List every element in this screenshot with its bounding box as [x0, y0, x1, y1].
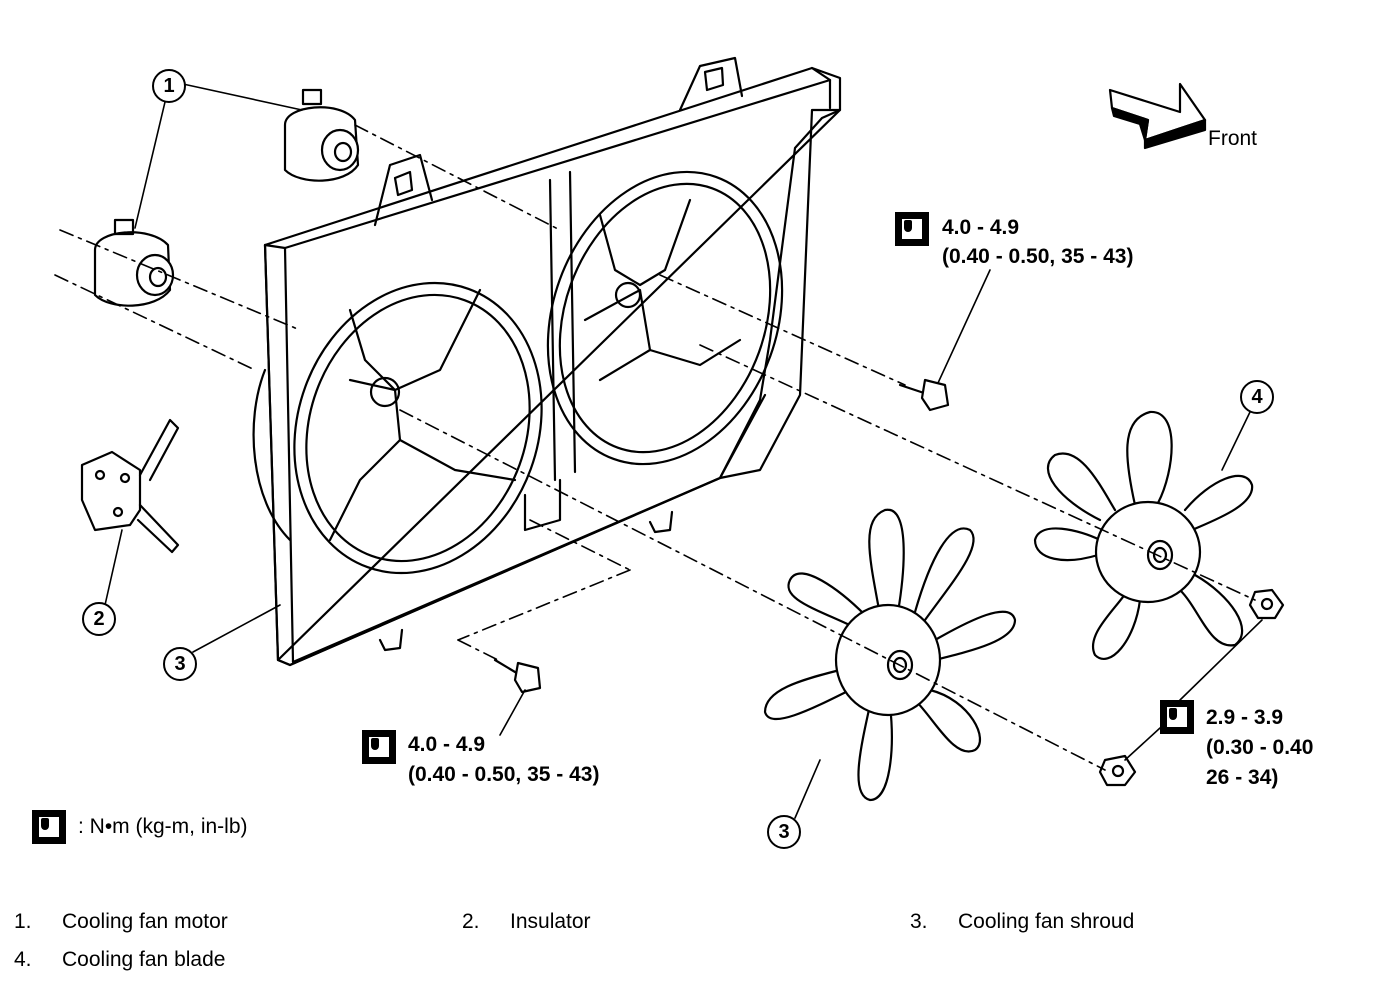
front-arrow-icon [1108, 82, 1207, 150]
callout-3-shroud: 3 [163, 647, 197, 681]
fan-shroud [252, 56, 842, 667]
legend-item-3: 3. Cooling fan shroud [910, 910, 1134, 934]
torque-lower-line1: 4.0 - 4.9 [408, 733, 486, 756]
right-fan-opening [546, 170, 784, 466]
torque-wrench-icon [32, 810, 66, 844]
legend-number: 1. [14, 910, 32, 933]
legend-label: Insulator [510, 910, 591, 933]
torque-upper-line1: 4.0 - 4.9 [942, 216, 1020, 239]
units-legend: : N•m (kg-m, in-lb) [78, 815, 248, 838]
legend-number: 4. [14, 948, 32, 971]
torque-nut-line2: (0.30 - 0.40 [1206, 736, 1314, 759]
fan-motor-upper [283, 88, 360, 182]
callout-1-motor: 1 [152, 69, 186, 103]
callout-4-blade: 4 [1240, 380, 1274, 414]
legend-item-1: 1. Cooling fan motor [14, 910, 228, 934]
blade-nut-left [1098, 754, 1137, 787]
torque-upper-line2: (0.40 - 0.50, 35 - 43) [942, 245, 1134, 268]
fan-blade-right [1033, 410, 1254, 661]
fan-motor-lower [93, 218, 175, 307]
front-label: Front [1208, 127, 1258, 150]
lower-bolt [493, 658, 542, 694]
fan-blade-left [763, 508, 1017, 802]
legend-label: Cooling fan blade [62, 948, 226, 971]
upper-bolt [898, 378, 950, 412]
torque-nut-line3: 26 - 34) [1206, 766, 1279, 789]
callout-3-blade: 3 [767, 815, 801, 849]
legend-item-2: 2. Insulator [462, 910, 591, 934]
torque-wrench-icon [362, 730, 396, 764]
legend-label: Cooling fan shroud [958, 910, 1135, 933]
legend-number: 2. [462, 910, 480, 933]
left-fan-opening [293, 281, 543, 575]
torque-lower-line2: (0.40 - 0.50, 35 - 43) [408, 763, 600, 786]
legend-label: Cooling fan motor [62, 910, 228, 933]
callout-2-insulator: 2 [82, 602, 116, 636]
torque-nut-line1: 2.9 - 3.9 [1206, 706, 1284, 729]
torque-wrench-icon [1160, 700, 1194, 734]
blade-nut-right [1248, 588, 1285, 620]
torque-wrench-icon [895, 212, 929, 246]
legend-number: 3. [910, 910, 928, 933]
legend-item-4: 4. Cooling fan blade [14, 948, 225, 972]
insulator-part [80, 418, 180, 554]
